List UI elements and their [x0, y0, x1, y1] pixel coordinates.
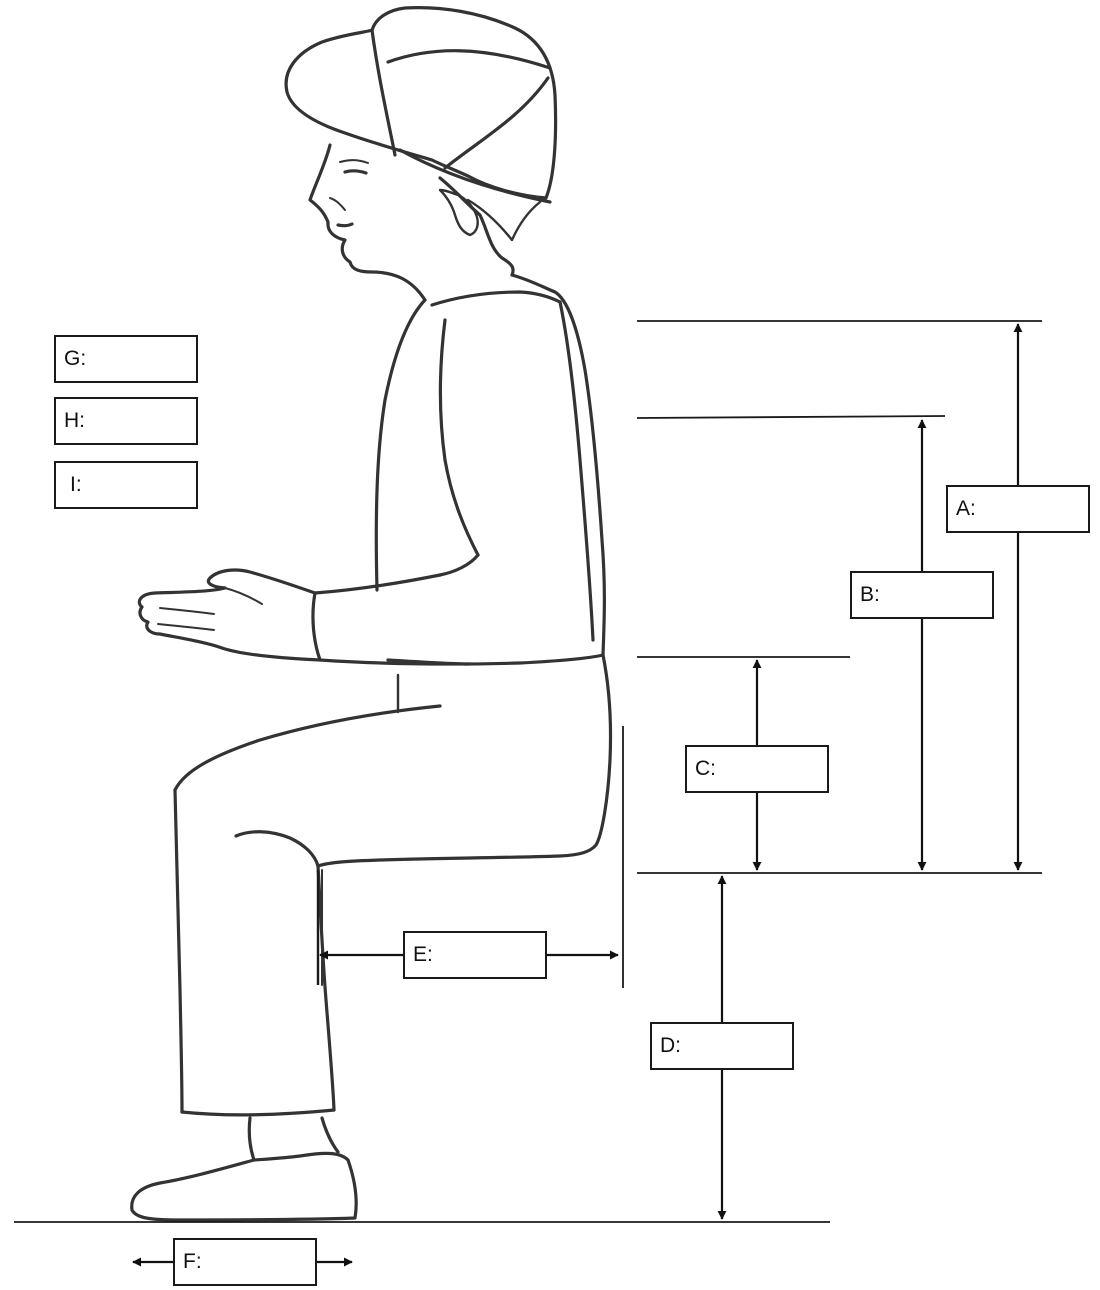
mouth — [338, 224, 352, 226]
shoe-outline — [132, 1153, 356, 1220]
seat-back-curve — [318, 655, 611, 866]
answer-field-C[interactable] — [729, 753, 819, 785]
seated-child-figure — [132, 8, 611, 1220]
knee-crease — [236, 832, 318, 866]
thigh-top — [175, 706, 440, 790]
upper-arm-front — [440, 320, 478, 555]
hand-outline — [139, 570, 320, 660]
trouser-hem — [182, 1110, 334, 1115]
finger-line-1 — [160, 608, 214, 614]
measurement-arrows — [133, 324, 1018, 1262]
label-box-H: H: — [54, 397, 198, 445]
shirt-shoulder — [432, 292, 560, 305]
answer-field-E[interactable] — [447, 939, 537, 971]
label-F: F: — [183, 1250, 202, 1273]
ref-line-shoulder — [637, 416, 945, 418]
answer-field-B[interactable] — [894, 579, 984, 611]
label-box-B: B: — [850, 571, 994, 619]
cuff — [313, 593, 320, 660]
label-box-G: G: — [54, 335, 198, 383]
label-I: I: — [70, 473, 82, 496]
upper-arm-back — [560, 302, 593, 640]
label-B: B: — [860, 583, 880, 606]
finger-line-2 — [158, 624, 214, 630]
label-box-D: D: — [650, 1022, 794, 1070]
cap-seam-vertical — [372, 30, 395, 155]
shirt-front — [376, 300, 425, 590]
answer-field-F[interactable] — [217, 1246, 307, 1278]
answer-field-A[interactable] — [990, 493, 1080, 525]
ankle-back — [322, 1118, 338, 1152]
label-box-E: E: — [403, 931, 547, 979]
eyebrow — [340, 160, 368, 163]
calf-back — [318, 866, 334, 1110]
label-C: C: — [695, 757, 716, 780]
answer-field-D[interactable] — [694, 1030, 784, 1062]
elbow-line — [440, 555, 478, 575]
label-box-I: I: — [54, 461, 198, 509]
cap-seam-diagonal — [445, 78, 548, 168]
label-A: A: — [956, 497, 976, 520]
label-box-F: F: — [173, 1238, 317, 1286]
answer-field-I[interactable] — [98, 469, 188, 501]
label-E: E: — [413, 943, 433, 966]
answer-field-G[interactable] — [98, 343, 188, 375]
ankle — [249, 1118, 254, 1160]
label-H: H: — [64, 409, 85, 432]
label-D: D: — [660, 1034, 681, 1057]
measurement-lines — [14, 321, 1042, 1222]
thumb-line — [225, 588, 262, 604]
label-box-C: C: — [685, 745, 829, 793]
cap-seam-band — [388, 51, 550, 68]
answer-field-H[interactable] — [98, 405, 188, 437]
cap-outline — [286, 8, 556, 198]
face-profile — [310, 145, 425, 300]
hair-lower — [468, 200, 540, 240]
shin-front — [175, 790, 182, 1112]
eye — [345, 171, 366, 173]
label-box-A: A: — [946, 485, 1090, 533]
nose-line — [330, 198, 345, 210]
label-G: G: — [64, 347, 86, 370]
